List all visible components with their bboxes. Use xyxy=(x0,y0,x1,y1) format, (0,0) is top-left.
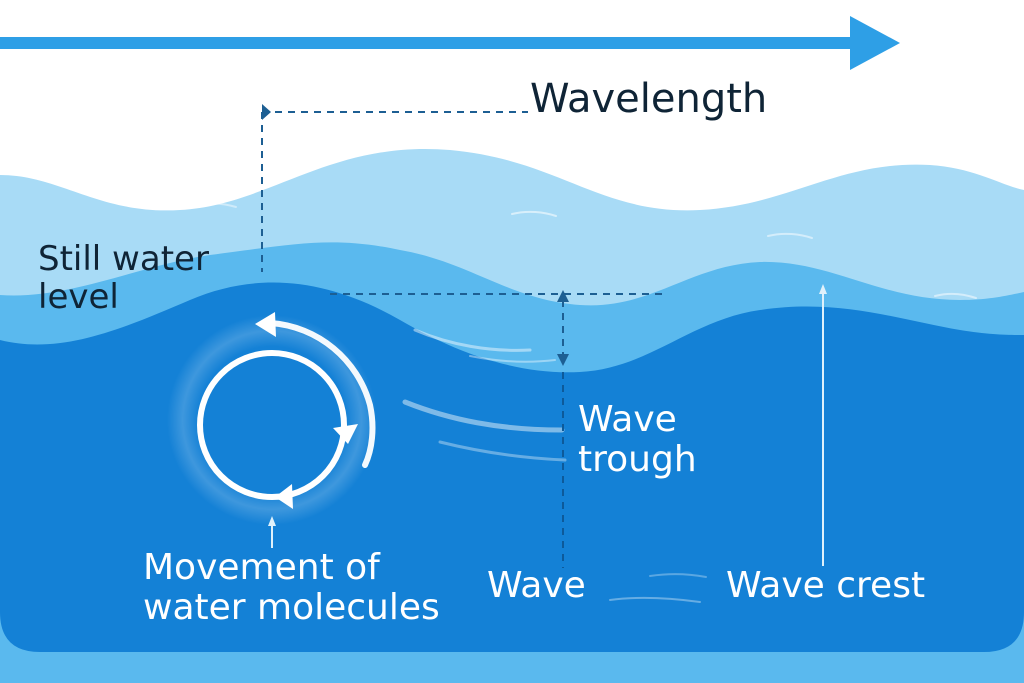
movement-line-2: water molecules xyxy=(143,587,440,629)
wave-trough-line-1: Wave xyxy=(578,399,677,440)
streak xyxy=(413,328,532,352)
wave-label: Wave xyxy=(487,565,586,606)
propagation-arrow-shaft xyxy=(0,37,860,49)
still-water-level-label: Still water level xyxy=(38,240,209,316)
streak xyxy=(197,202,237,208)
streak xyxy=(402,399,565,433)
streak xyxy=(438,440,567,462)
orbital-motion xyxy=(167,312,377,548)
height-arrow-down xyxy=(557,354,569,366)
movement-pointer-tip xyxy=(268,516,276,526)
movement-line-1: Movement of xyxy=(143,547,380,588)
orbit-arrowhead-bottom xyxy=(275,484,293,509)
streak xyxy=(934,292,977,299)
wave-crest-label: Wave crest xyxy=(726,565,926,606)
streak xyxy=(469,355,556,363)
orbit-arc-top xyxy=(267,320,376,468)
wavelength-label: Wavelength xyxy=(530,76,768,122)
water-streaks xyxy=(184,188,977,603)
streak xyxy=(184,188,229,194)
wave-trough-line-2: trough xyxy=(578,439,697,481)
orbit-arrowhead-top xyxy=(255,312,276,337)
still-water-level-line-1: Still water xyxy=(38,239,209,279)
propagation-arrowhead xyxy=(850,16,900,70)
streak xyxy=(649,573,707,578)
height-arrow-up xyxy=(557,290,569,302)
streak xyxy=(609,596,701,603)
still-water-level-line-2: level xyxy=(38,277,119,318)
dimension-lines xyxy=(261,111,662,356)
movement-label: Movement of water molecules xyxy=(143,547,440,629)
orbit-arrowhead-right xyxy=(333,424,358,444)
streak xyxy=(511,210,557,217)
propagation-arrow xyxy=(0,16,900,70)
wave-trough-label: Wave trough xyxy=(578,399,697,481)
crest-marker-tip xyxy=(819,284,827,294)
left-tick-arrowhead xyxy=(262,104,271,120)
orbit-inner-circle xyxy=(197,350,347,500)
streak xyxy=(767,232,813,239)
